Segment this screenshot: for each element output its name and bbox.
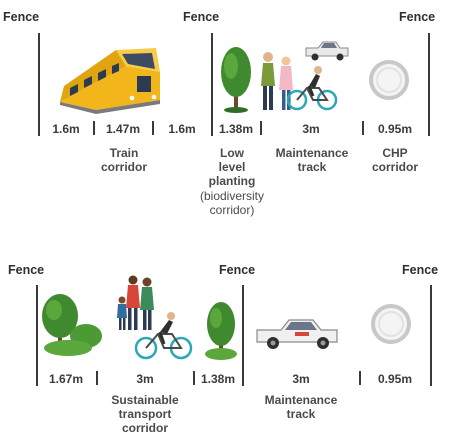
fence-label-left: Fence: [8, 263, 45, 277]
tree-icon: [42, 294, 102, 356]
tick: [362, 121, 364, 135]
fence-line-right: [428, 33, 430, 136]
dim-label: 1.6m: [168, 122, 196, 136]
train-icon: [60, 48, 160, 114]
tree-icon: [205, 302, 237, 360]
fence-line-right: [430, 285, 432, 386]
fence-label-left: Fence: [3, 10, 40, 24]
tick: [359, 371, 361, 385]
dim-label: 3m: [302, 122, 320, 136]
caption-maintenance-track-2: Maintenance track: [264, 393, 338, 421]
fence-line-middle: [211, 33, 213, 136]
pipe-icon: [371, 304, 411, 344]
dim-label: 1.6m: [52, 122, 80, 136]
caption-train-corridor: Train corridor: [100, 146, 147, 174]
fence-line-left: [38, 33, 40, 136]
fence-label-middle: Fence: [219, 263, 256, 277]
caption-biodiversity-corridor: (biodiversity corridor): [199, 189, 265, 217]
caption-low-level-planting: Low level planting: [208, 146, 256, 188]
tick: [211, 121, 213, 135]
tick: [38, 121, 40, 135]
cyclist-icon: [286, 66, 338, 111]
ute-icon: [256, 319, 338, 349]
dim-label: 0.95m: [377, 122, 413, 136]
pipe-icon: [369, 60, 409, 100]
tick: [36, 371, 38, 385]
fence-line-left: [36, 285, 38, 386]
people-icon: [117, 275, 154, 330]
ute-icon: [305, 41, 349, 61]
cyclist-icon: [134, 312, 193, 360]
tick: [242, 371, 244, 385]
caption-sustainable-transport-corridor: Sustainable transport corridor: [111, 393, 179, 435]
tick: [152, 121, 154, 135]
caption-chp-corridor: CHP corridor: [371, 146, 418, 174]
fence-label-middle: Fence: [183, 10, 220, 24]
tick: [96, 371, 98, 385]
tree-icon: [221, 47, 251, 113]
tick: [193, 371, 195, 385]
tick: [260, 121, 262, 135]
dim-label: 3m: [292, 372, 310, 386]
fence-label-right: Fence: [399, 10, 436, 24]
tick: [430, 371, 432, 385]
tick: [93, 121, 95, 135]
caption-maintenance-track-1: Maintenance track: [275, 146, 349, 174]
fence-label-right: Fence: [402, 263, 439, 277]
dim-label: 1.67m: [48, 372, 84, 386]
fence-line-middle: [242, 285, 244, 386]
dim-label: 1.38m: [200, 372, 236, 386]
dim-label: 1.47m: [105, 122, 141, 136]
tick: [428, 121, 430, 135]
dim-label: 0.95m: [377, 372, 413, 386]
dim-label: 1.38m: [218, 122, 254, 136]
dim-label: 3m: [136, 372, 154, 386]
